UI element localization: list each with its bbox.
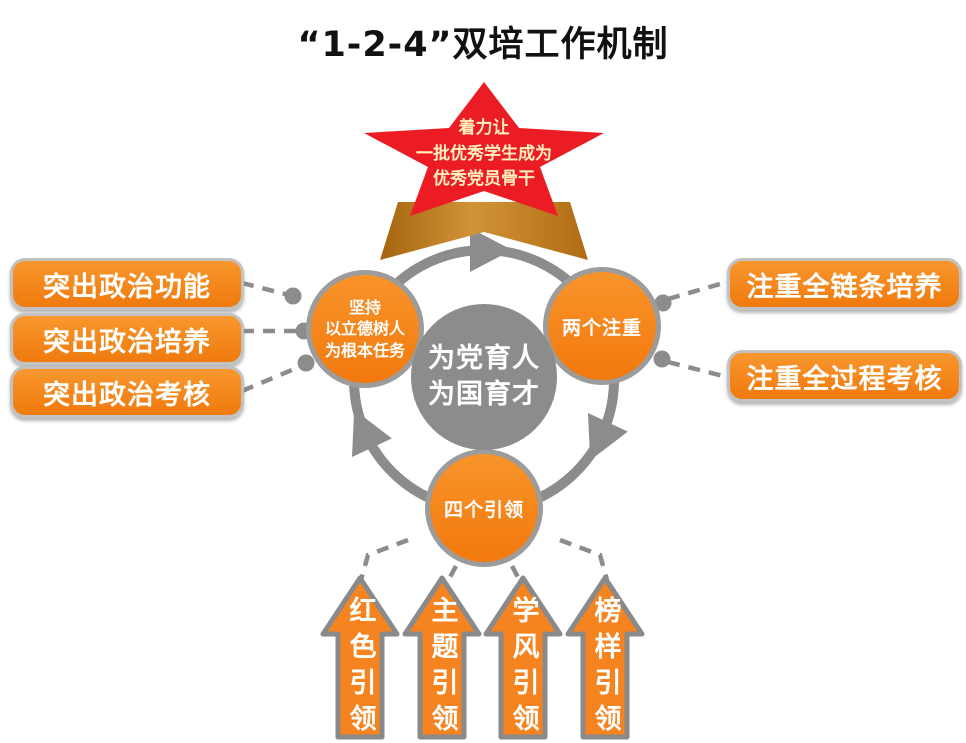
up-arrow-4-label: 榜样引领	[589, 596, 621, 740]
node-two-focuses-label: 两个注重	[561, 316, 642, 339]
center-circle-label: 为党育人 为国育才	[428, 341, 540, 414]
center-line-1: 为党育人	[428, 342, 540, 374]
up-arrow-shape	[320, 575, 400, 740]
left-box-2-label: 突出政治培养	[43, 326, 211, 358]
star-line-1: 着力让	[458, 118, 510, 138]
dashed-connector-right-1	[667, 279, 728, 302]
connector-dot-right-1	[654, 294, 672, 312]
page-title: “1-2-4”双培工作机制	[297, 25, 669, 65]
left-box-political-cultivation: 突出政治培养	[10, 313, 244, 365]
right-box-full-chain: 注重全链条培养	[727, 258, 962, 310]
star-line-3: 优秀党员骨干	[433, 169, 535, 189]
cycle-arrowhead-top-icon	[470, 228, 512, 272]
left-box-political-assessment: 突出政治考核	[10, 366, 244, 418]
cycle-arrowhead-right-icon	[587, 413, 628, 461]
up-arrow-study-style-lead: 学风引领	[481, 574, 565, 741]
up-arrow-red-lead: 红色引领	[318, 574, 402, 741]
connector-dot-left-1	[284, 287, 302, 305]
left-box-1-label: 突出政治功能	[43, 271, 211, 303]
dashed-connector-left-1	[241, 280, 290, 298]
left-box-political-function: 突出政治功能	[10, 258, 244, 310]
right-box-2-label: 注重全过程考核	[746, 363, 943, 395]
up-arrow-shape	[565, 575, 645, 740]
node-root-task-line-3: 为根本任务	[324, 340, 405, 360]
up-arrow-2-label: 主题引领	[426, 596, 458, 740]
node-root-task-line-1: 坚持	[348, 297, 381, 317]
star-line-2: 一批优秀学生成为	[416, 143, 552, 164]
node-root-task-line-2: 以立德树人	[324, 319, 405, 339]
up-arrow-theme-lead: 主题引领	[400, 574, 484, 741]
dashed-connector-arrow-3	[510, 564, 522, 583]
dashed-connector-arrow-2	[446, 564, 458, 583]
star-shape	[364, 82, 604, 216]
dashed-connector-right-2	[667, 359, 728, 380]
up-arrow-shape	[402, 575, 482, 740]
node-four-leads: 四个引领	[425, 449, 543, 567]
dashed-connector-arrow-4	[559, 537, 610, 581]
node-root-task: 坚持 以立德树人 为根本任务	[306, 270, 424, 388]
node-root-task-label: 坚持 以立德树人 为根本任务	[325, 297, 405, 362]
center-circle: 为党育人 为国育才	[411, 304, 557, 450]
node-two-focuses: 两个注重	[543, 267, 661, 385]
star-text: 着力让 一批优秀学生成为 优秀党员骨干	[374, 116, 594, 193]
center-line-2: 为国育才	[428, 379, 540, 410]
up-arrow-role-model-lead: 榜样引领	[563, 574, 647, 741]
dashed-connector-left-3	[241, 364, 300, 394]
dashed-connector-arrow-1	[358, 537, 409, 581]
up-arrow-3-label: 学风引领	[507, 596, 539, 740]
right-box-full-process: 注重全过程考核	[727, 350, 962, 402]
up-arrow-1-label: 红色引领	[344, 596, 376, 740]
node-four-leads-label: 四个引领	[443, 498, 524, 521]
right-box-1-label: 注重全链条培养	[746, 271, 943, 303]
connector-dot-left-3	[297, 354, 315, 372]
left-box-3-label: 突出政治考核	[43, 379, 211, 411]
connector-dot-right-2	[653, 350, 671, 368]
cycle-arrowhead-left-icon	[351, 409, 392, 457]
banner-ribbon	[380, 202, 588, 260]
up-arrow-shape	[483, 575, 563, 740]
